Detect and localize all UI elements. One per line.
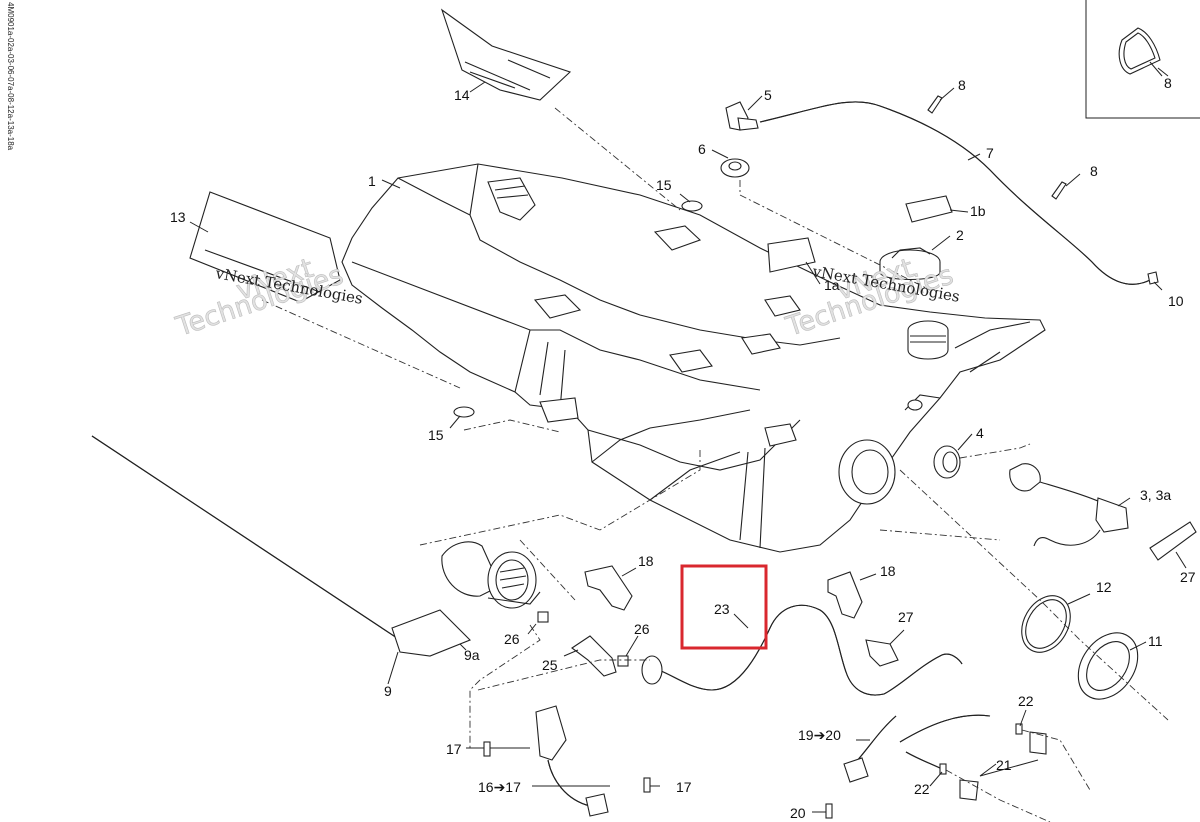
callout-18a: 18 — [638, 553, 654, 569]
callout-12: 12 — [1096, 579, 1112, 595]
diagram-reference-code: 4M0901a-02a-03-06-07a-08-12a-13a-18a — [6, 2, 15, 151]
clamp-8a — [927, 95, 943, 114]
callout-2: 2 — [956, 227, 964, 243]
callout-1a: 1a — [824, 277, 840, 293]
callout-23: 23 — [714, 601, 730, 617]
lower-hoses — [843, 653, 991, 783]
callout-17b: 17 — [676, 779, 692, 795]
fuel-cap-2 — [879, 247, 941, 280]
callout-8-inset: 8 — [1164, 75, 1172, 91]
callout-27b: 27 — [898, 609, 914, 625]
clamp-8b — [1051, 181, 1067, 200]
clip-20 — [825, 803, 833, 819]
callout-15a: 15 — [656, 177, 672, 193]
callout-9a: 9a — [464, 647, 480, 663]
callout-20: 20 — [790, 805, 806, 821]
leader-lines — [189, 67, 1187, 813]
fitting-26b — [617, 655, 629, 667]
bracket-14 — [440, 8, 572, 101]
fitting-5 — [725, 101, 759, 131]
callout-17a: 17 — [446, 741, 462, 757]
fuel-sender-3 — [1009, 463, 1129, 547]
gasket-12 — [1021, 595, 1071, 653]
callout-13: 13 — [170, 209, 186, 225]
callout-22b: 22 — [914, 781, 930, 797]
callout-27a: 27 — [1180, 569, 1196, 585]
pad-1b — [905, 195, 953, 223]
callout-8a: 8 — [958, 77, 966, 93]
fitting-26a — [537, 611, 549, 623]
assembly-lines — [261, 107, 1169, 822]
fitting-22b — [939, 763, 947, 775]
elbow-18a — [584, 565, 633, 611]
callout-15b: 15 — [428, 427, 444, 443]
grommet-6 — [720, 158, 750, 178]
grommet-15a — [681, 200, 703, 212]
heat-shield-13 — [189, 191, 341, 303]
callout-8b: 8 — [1090, 163, 1098, 179]
callout-18b: 18 — [880, 563, 896, 579]
inset-box — [1085, 0, 1200, 119]
callout-labels: 1 1a 1b 2 3, 3a 4 5 6 7 8 8 8 9 9a 10 11… — [170, 75, 1196, 821]
hose-27a — [1149, 521, 1197, 561]
elbow-18b — [827, 571, 863, 619]
callout-26b: 26 — [634, 621, 650, 637]
clip-17b — [643, 777, 651, 793]
callout-14: 14 — [454, 87, 470, 103]
pad-1a — [767, 237, 816, 273]
fuel-pump-9 — [91, 435, 541, 657]
callout-21: 21 — [996, 757, 1012, 773]
callout-4: 4 — [976, 425, 984, 441]
callout-7: 7 — [986, 145, 994, 161]
hose-25 — [571, 635, 617, 677]
fitting-10 — [1147, 271, 1159, 285]
vent-tube-7 — [759, 101, 1151, 285]
fitting-22a — [1015, 723, 1023, 735]
callout-16: 16➔17 — [478, 779, 521, 795]
highlight-box-part-23 — [680, 564, 768, 650]
callout-26a: 26 — [504, 631, 520, 647]
callout-9: 9 — [384, 683, 392, 699]
callout-19: 19➔20 — [798, 727, 841, 743]
bracket-21a — [1029, 731, 1047, 755]
clip-27b — [865, 639, 899, 667]
callout-6: 6 — [698, 141, 706, 157]
callout-3: 3, 3a — [1140, 487, 1171, 503]
callout-22a: 22 — [1018, 693, 1034, 709]
hose-16 — [535, 705, 609, 817]
callout-1: 1 — [368, 173, 376, 189]
grommet-15b — [453, 406, 475, 418]
fuel-tank — [341, 163, 1046, 553]
callout-1b: 1b — [970, 203, 986, 219]
clip-17a — [483, 741, 491, 757]
fuel-line-23 — [641, 604, 885, 696]
ring-4 — [933, 445, 961, 479]
callout-10: 10 — [1168, 293, 1184, 309]
callout-5: 5 — [764, 87, 772, 103]
callout-25: 25 — [542, 657, 558, 673]
callout-11: 11 — [1148, 633, 1163, 649]
